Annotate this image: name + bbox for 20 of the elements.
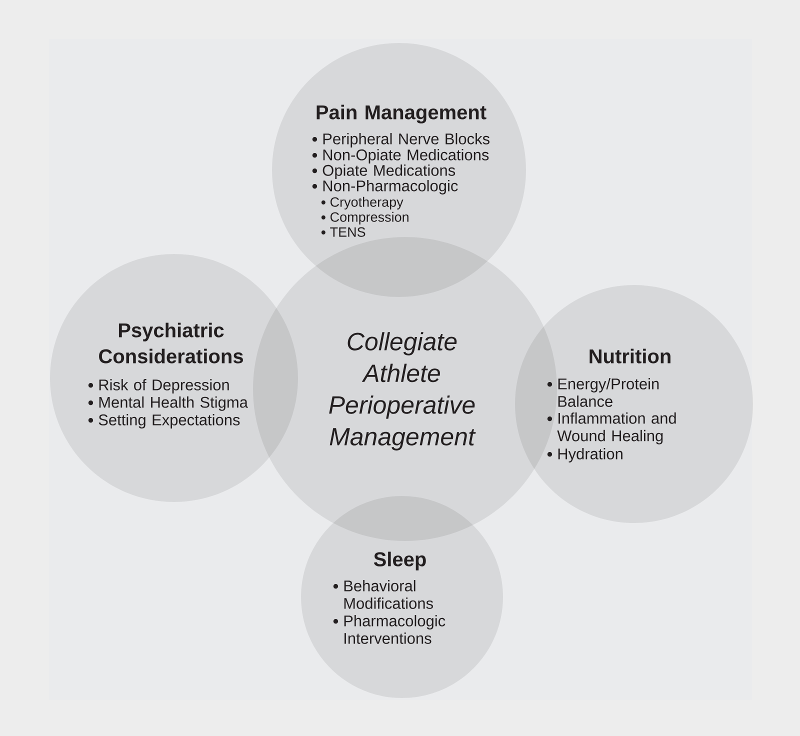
topic-heading: Sleep: [374, 552, 426, 570]
list-item: Cryotherapy: [330, 196, 404, 210]
center-title: Collegiate Athlete Perioperative Management: [329, 332, 476, 450]
list-item: Compression: [330, 212, 408, 224]
list-item: Risk of Depression: [99, 379, 229, 394]
list-item: Mental Health Stigma: [99, 396, 248, 411]
list-item: Non-Pharmacologic: [323, 180, 458, 194]
list-item: Hydration: [558, 448, 622, 462]
list-item: TENS: [330, 227, 366, 237]
topic-heading: Psychiatric Considerations: [99, 322, 243, 364]
topic-heading: Pain Management: [316, 104, 486, 124]
list-item: Non-Opiate Medications: [323, 149, 489, 164]
list-item: Behavioral Modifications: [344, 580, 433, 609]
list-item: Opiate Medications: [322, 164, 456, 179]
list-item: Setting Expectations: [98, 414, 240, 428]
list-item: Inflammation and Wound Healing: [557, 412, 676, 444]
list-item: Peripheral Nerve Blocks: [323, 133, 490, 148]
list-item: Pharmacologic Interventions: [344, 615, 446, 644]
topic-heading: Nutrition: [590, 348, 670, 364]
list-item: Energy/Protein Balance: [558, 378, 659, 407]
